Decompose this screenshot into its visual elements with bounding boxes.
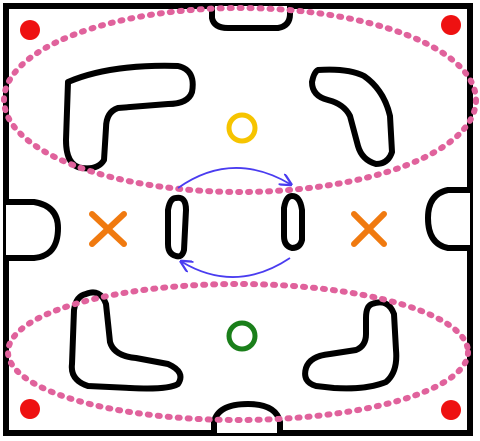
bottom-zone-ellipse — [5, 281, 471, 423]
obstacle-top-left-l — [63, 62, 196, 172]
obstacle-center-left-pillar — [165, 194, 189, 260]
top-zone-ellipse — [1, 5, 479, 195]
obstacle-bottom-right-l — [302, 299, 400, 392]
corner-dot-bottom-right — [441, 400, 461, 420]
start-ring-marker — [226, 112, 258, 144]
corner-dot-bottom-left — [20, 399, 40, 419]
curved-arrow-top — [177, 167, 290, 189]
obstacle-center-right-pillar — [281, 193, 305, 251]
obstacle-top-right-l — [309, 66, 395, 167]
cross-marker-right — [351, 211, 387, 247]
corner-dot-top-right — [441, 15, 461, 35]
obstacle-right-tab — [425, 187, 473, 251]
obstacles — [3, 3, 473, 436]
goal-ring-marker — [226, 320, 258, 352]
corner-dot-top-left — [20, 20, 40, 40]
cross-marker-left — [89, 211, 127, 247]
obstacle-left-tab — [3, 199, 61, 261]
curved-arrow-bottom — [182, 257, 291, 278]
obstacle-bottom-left-l — [68, 289, 184, 392]
